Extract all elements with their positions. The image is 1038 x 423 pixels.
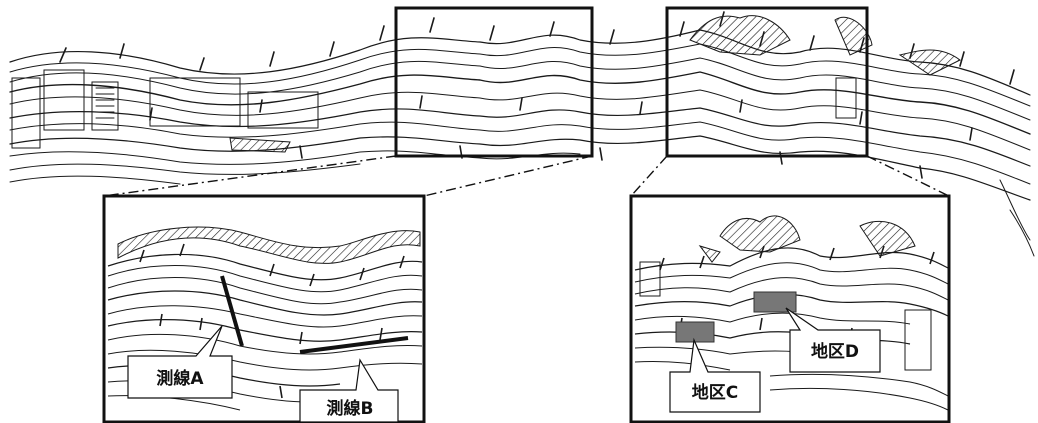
overview-frame-right: [665, 6, 869, 158]
building-3: [91, 81, 119, 131]
hatched-bank-left: [117, 226, 421, 264]
zoom-connector-lines: [103, 155, 950, 197]
hatched-bank-4: [229, 137, 291, 153]
district-c-block: [675, 321, 715, 343]
district-d-block: [753, 291, 797, 313]
hatched-bank-2: [834, 17, 873, 56]
section-ticks: [59, 11, 1015, 179]
hatched-bank-1: [689, 15, 791, 56]
callout-district-c: 地区C: [669, 337, 761, 413]
overview-map: [9, 11, 1035, 257]
building-2: [43, 69, 85, 131]
callout-survey-line-a: 測線A: [127, 325, 233, 399]
label-survey-line-b: 測線B: [327, 398, 374, 419]
hatched-bank-right-1: [719, 215, 801, 253]
striped-lot: [95, 87, 115, 119]
building-1: [11, 77, 41, 149]
hatched-bank-right-2: [859, 220, 916, 257]
callout-district-d: 地区D: [785, 307, 881, 373]
label-survey-line-a: 測線A: [156, 368, 204, 389]
building-6: [835, 77, 857, 119]
hatched-bank-right-3: [698, 245, 721, 263]
callout-survey-line-b: 測線B: [299, 358, 399, 423]
survey-line-b: [299, 336, 409, 354]
label-district-d: 地区D: [811, 341, 859, 362]
building-4: [149, 77, 241, 127]
label-district-c: 地区C: [692, 382, 738, 403]
building-5: [247, 91, 319, 129]
overview-frame-left: [394, 6, 594, 158]
survey-line-a: [220, 275, 244, 347]
